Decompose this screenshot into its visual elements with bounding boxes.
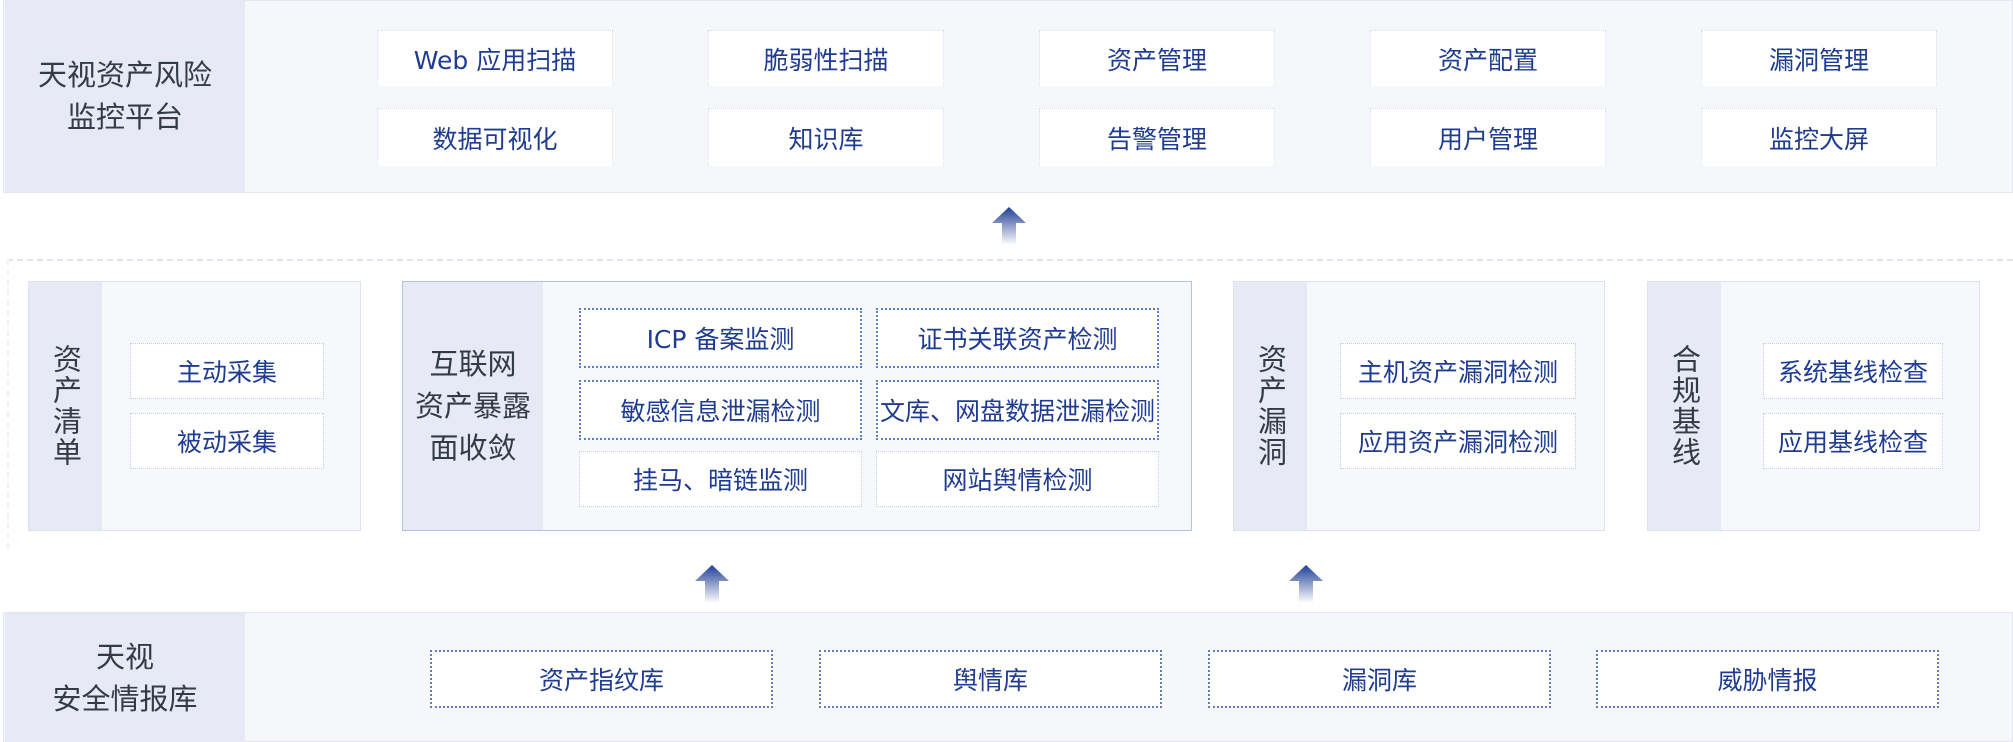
middle-section-divider [7, 259, 2013, 261]
app-vuln-detect-item[interactable]: 应用资产漏洞检测 [1340, 413, 1576, 469]
vulnerability-scan-item[interactable]: 脆弱性扫描 [708, 30, 944, 86]
passive-collection-item[interactable]: 被动采集 [130, 413, 324, 469]
compliance-baseline-title: 合规基线 [1648, 282, 1721, 530]
user-management-item[interactable]: 用户管理 [1370, 108, 1606, 166]
middle-section-left-edge [7, 259, 9, 549]
vuln-management-item[interactable]: 漏洞管理 [1701, 30, 1937, 86]
internet-exposure-title: 互联网 资产暴露 面收敛 [403, 282, 543, 530]
exposure-title-line-2: 资产暴露 [414, 389, 531, 423]
exposure-title-line-3: 面收敛 [429, 431, 517, 465]
asset-management-item[interactable]: 资产管理 [1039, 30, 1275, 86]
asset-fingerprint-lib-item[interactable]: 资产指纹库 [430, 650, 773, 708]
knowledge-base-item[interactable]: 知识库 [708, 108, 944, 166]
cert-asset-detect-item[interactable]: 证书关联资产检测 [876, 308, 1159, 368]
trojan-darklink-monitor-item[interactable]: 挂马、暗链监测 [579, 451, 862, 507]
active-collection-item[interactable]: 主动采集 [130, 343, 324, 399]
up-arrow-icon [992, 207, 1026, 245]
sensitive-leak-detect-item[interactable]: 敏感信息泄漏检测 [579, 380, 862, 440]
intel-title-line-1: 天视 [95, 639, 154, 674]
asset-config-item[interactable]: 资产配置 [1370, 30, 1606, 86]
app-baseline-check-item[interactable]: 应用基线检查 [1763, 413, 1943, 469]
top-platform-title: 天视资产风险 监控平台 [5, 0, 245, 192]
up-arrow-right-icon [1289, 565, 1323, 603]
doc-drive-leak-detect-item[interactable]: 文库、网盘数据泄漏检测 [876, 380, 1159, 440]
asset-vuln-title: 资产漏洞 [1234, 282, 1307, 530]
alert-management-item[interactable]: 告警管理 [1039, 108, 1275, 166]
intel-title-line-2: 安全情报库 [52, 681, 198, 716]
monitor-screen-item[interactable]: 监控大屏 [1701, 108, 1937, 166]
sentiment-lib-item[interactable]: 舆情库 [819, 650, 1162, 708]
top-platform-band [3, 0, 2013, 193]
system-baseline-check-item[interactable]: 系统基线检查 [1763, 343, 1943, 399]
top-title-line-2: 监控平台 [66, 100, 183, 134]
icp-filing-monitor-item[interactable]: ICP 备案监测 [579, 308, 862, 368]
threat-intel-item[interactable]: 威胁情报 [1596, 650, 1939, 708]
web-app-scan-item[interactable]: Web 应用扫描 [377, 30, 613, 86]
data-visualization-item[interactable]: 数据可视化 [377, 108, 613, 166]
exposure-title-line-1: 互联网 [429, 347, 517, 381]
asset-inventory-title: 资产清单 [29, 282, 102, 530]
intel-library-title: 天视 安全情报库 [5, 613, 245, 742]
up-arrow-left-icon [695, 565, 729, 603]
host-vuln-detect-item[interactable]: 主机资产漏洞检测 [1340, 343, 1576, 399]
vuln-lib-item[interactable]: 漏洞库 [1208, 650, 1551, 708]
website-sentiment-detect-item[interactable]: 网站舆情检测 [876, 451, 1159, 507]
top-title-line-1: 天视资产风险 [37, 58, 212, 92]
